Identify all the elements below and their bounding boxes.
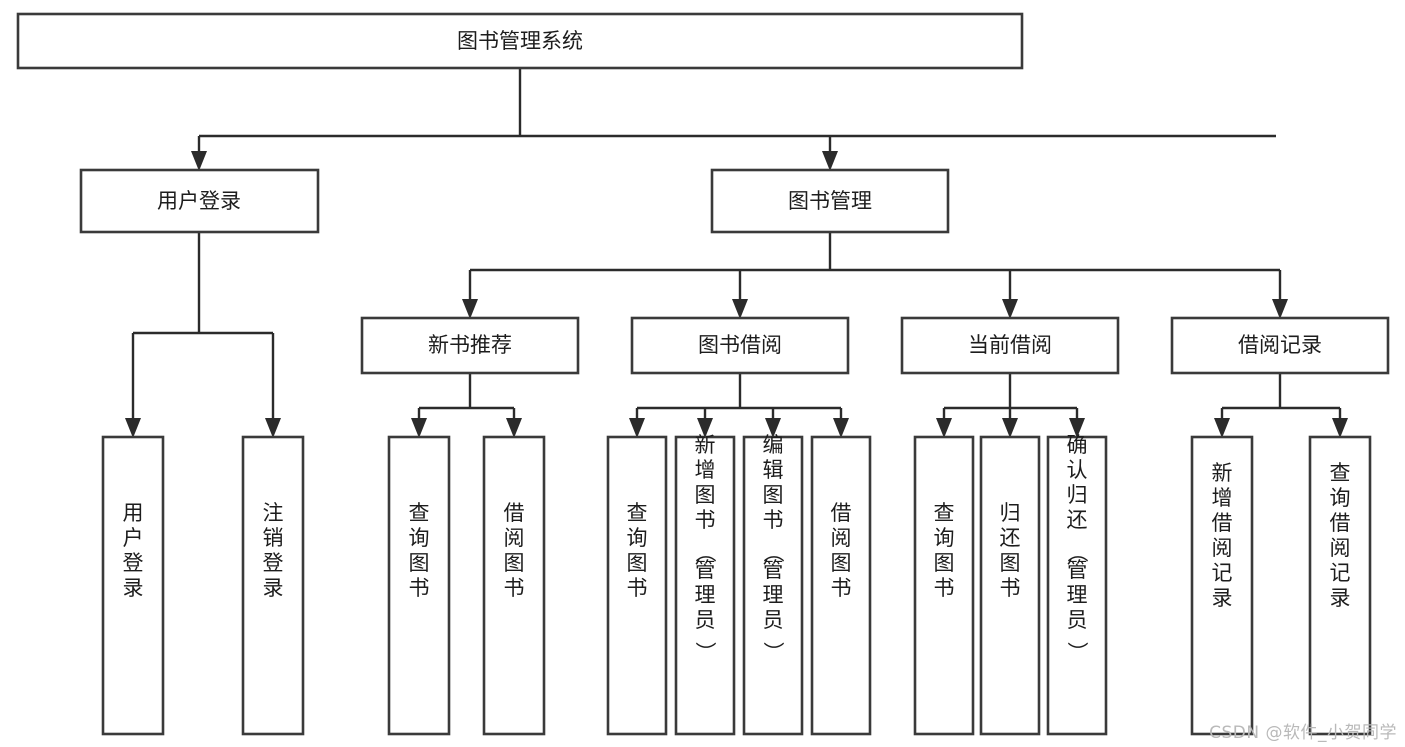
leaf-current-borrow-1[interactable]: 归还图书: [979, 435, 1041, 736]
node-root[interactable]: 图书管理系统: [16, 12, 1024, 70]
leaf-user-login-0-label: 用户登录: [123, 501, 144, 600]
connector-newbook-to-leaves: [411, 373, 522, 438]
svg-text:）: ）: [1065, 642, 1089, 663]
leaf-new-book-1[interactable]: 借阅图书: [482, 435, 546, 736]
leaf-borrow-record-0-label: 新增借阅记录: [1212, 461, 1233, 610]
leaf-current-borrow-0[interactable]: 查询图书: [913, 435, 975, 736]
leaf-book-borrow-2[interactable]: 编辑图书管理员 （ ）: [742, 433, 804, 736]
leaf-book-borrow-3-label: 借阅图书: [831, 501, 852, 600]
node-book-borrow[interactable]: 图书借阅: [630, 316, 850, 375]
leaf-book-borrow-2-label: 编辑图书管理员: [763, 433, 784, 632]
svg-text:（: （: [693, 542, 717, 563]
node-book-management-label: 图书管理: [788, 189, 872, 213]
leaf-current-borrow-2[interactable]: 确认归还管理员 （ ）: [1046, 433, 1108, 736]
connector-userlogin-to-leaves: [125, 232, 281, 438]
connector-bookborrow-to-leaves: [629, 373, 849, 438]
connector-root-to-level2: [191, 68, 1276, 171]
leaf-book-borrow-0-label: 查询图书: [627, 501, 648, 600]
svg-text:）: ）: [693, 642, 717, 663]
connector-borrowrecord-to-leaves: [1214, 373, 1348, 438]
node-current-borrow[interactable]: 当前借阅: [900, 316, 1120, 375]
csdn-watermark: CSDN @软件_小贺同学: [1209, 723, 1397, 743]
node-book-borrow-label: 图书借阅: [698, 333, 782, 357]
leaf-book-borrow-1[interactable]: 新增图书管理员 （ ）: [674, 433, 736, 736]
leaf-user-login-0[interactable]: 用户登录: [101, 435, 165, 736]
leaf-current-borrow-2-label: 确认归还管理员: [1067, 433, 1088, 632]
svg-text:）: ）: [761, 642, 785, 663]
leaf-borrow-record-0[interactable]: 新增借阅记录: [1190, 435, 1254, 736]
leaf-new-book-0[interactable]: 查询图书: [387, 435, 451, 736]
node-current-borrow-label: 当前借阅: [968, 333, 1052, 357]
leaf-book-borrow-0[interactable]: 查询图书: [606, 435, 668, 736]
leaf-user-login-1-label: 注销登录: [263, 501, 284, 600]
node-root-label: 图书管理系统: [457, 29, 583, 53]
node-borrow-record-label: 借阅记录: [1238, 333, 1322, 357]
leaf-current-borrow-1-label: 归还图书: [1000, 501, 1021, 600]
node-user-login[interactable]: 用户登录: [79, 168, 320, 234]
leaf-new-book-1-label: 借阅图书: [504, 501, 525, 600]
leaf-book-borrow-1-label: 新增图书管理员: [695, 433, 716, 632]
leaf-borrow-record-1-label: 查询借阅记录: [1330, 461, 1351, 610]
leaf-new-book-0-label: 查询图书: [409, 501, 430, 600]
leaf-current-borrow-0-label: 查询图书: [934, 501, 955, 600]
connector-bookmgmt-to-level3: [462, 232, 1288, 319]
svg-text:（: （: [1065, 542, 1089, 563]
leaf-borrow-record-1[interactable]: 查询借阅记录: [1308, 435, 1372, 736]
svg-text:（: （: [761, 542, 785, 563]
leaf-book-borrow-3[interactable]: 借阅图书: [810, 435, 872, 736]
node-new-book-recommend[interactable]: 新书推荐: [360, 316, 580, 375]
node-borrow-record[interactable]: 借阅记录: [1170, 316, 1390, 375]
node-book-management[interactable]: 图书管理: [710, 168, 950, 234]
node-new-book-recommend-label: 新书推荐: [428, 333, 512, 357]
node-user-login-label: 用户登录: [157, 189, 241, 213]
leaf-user-login-1[interactable]: 注销登录: [241, 435, 305, 736]
connector-currentborrow-to-leaves: [936, 373, 1085, 438]
